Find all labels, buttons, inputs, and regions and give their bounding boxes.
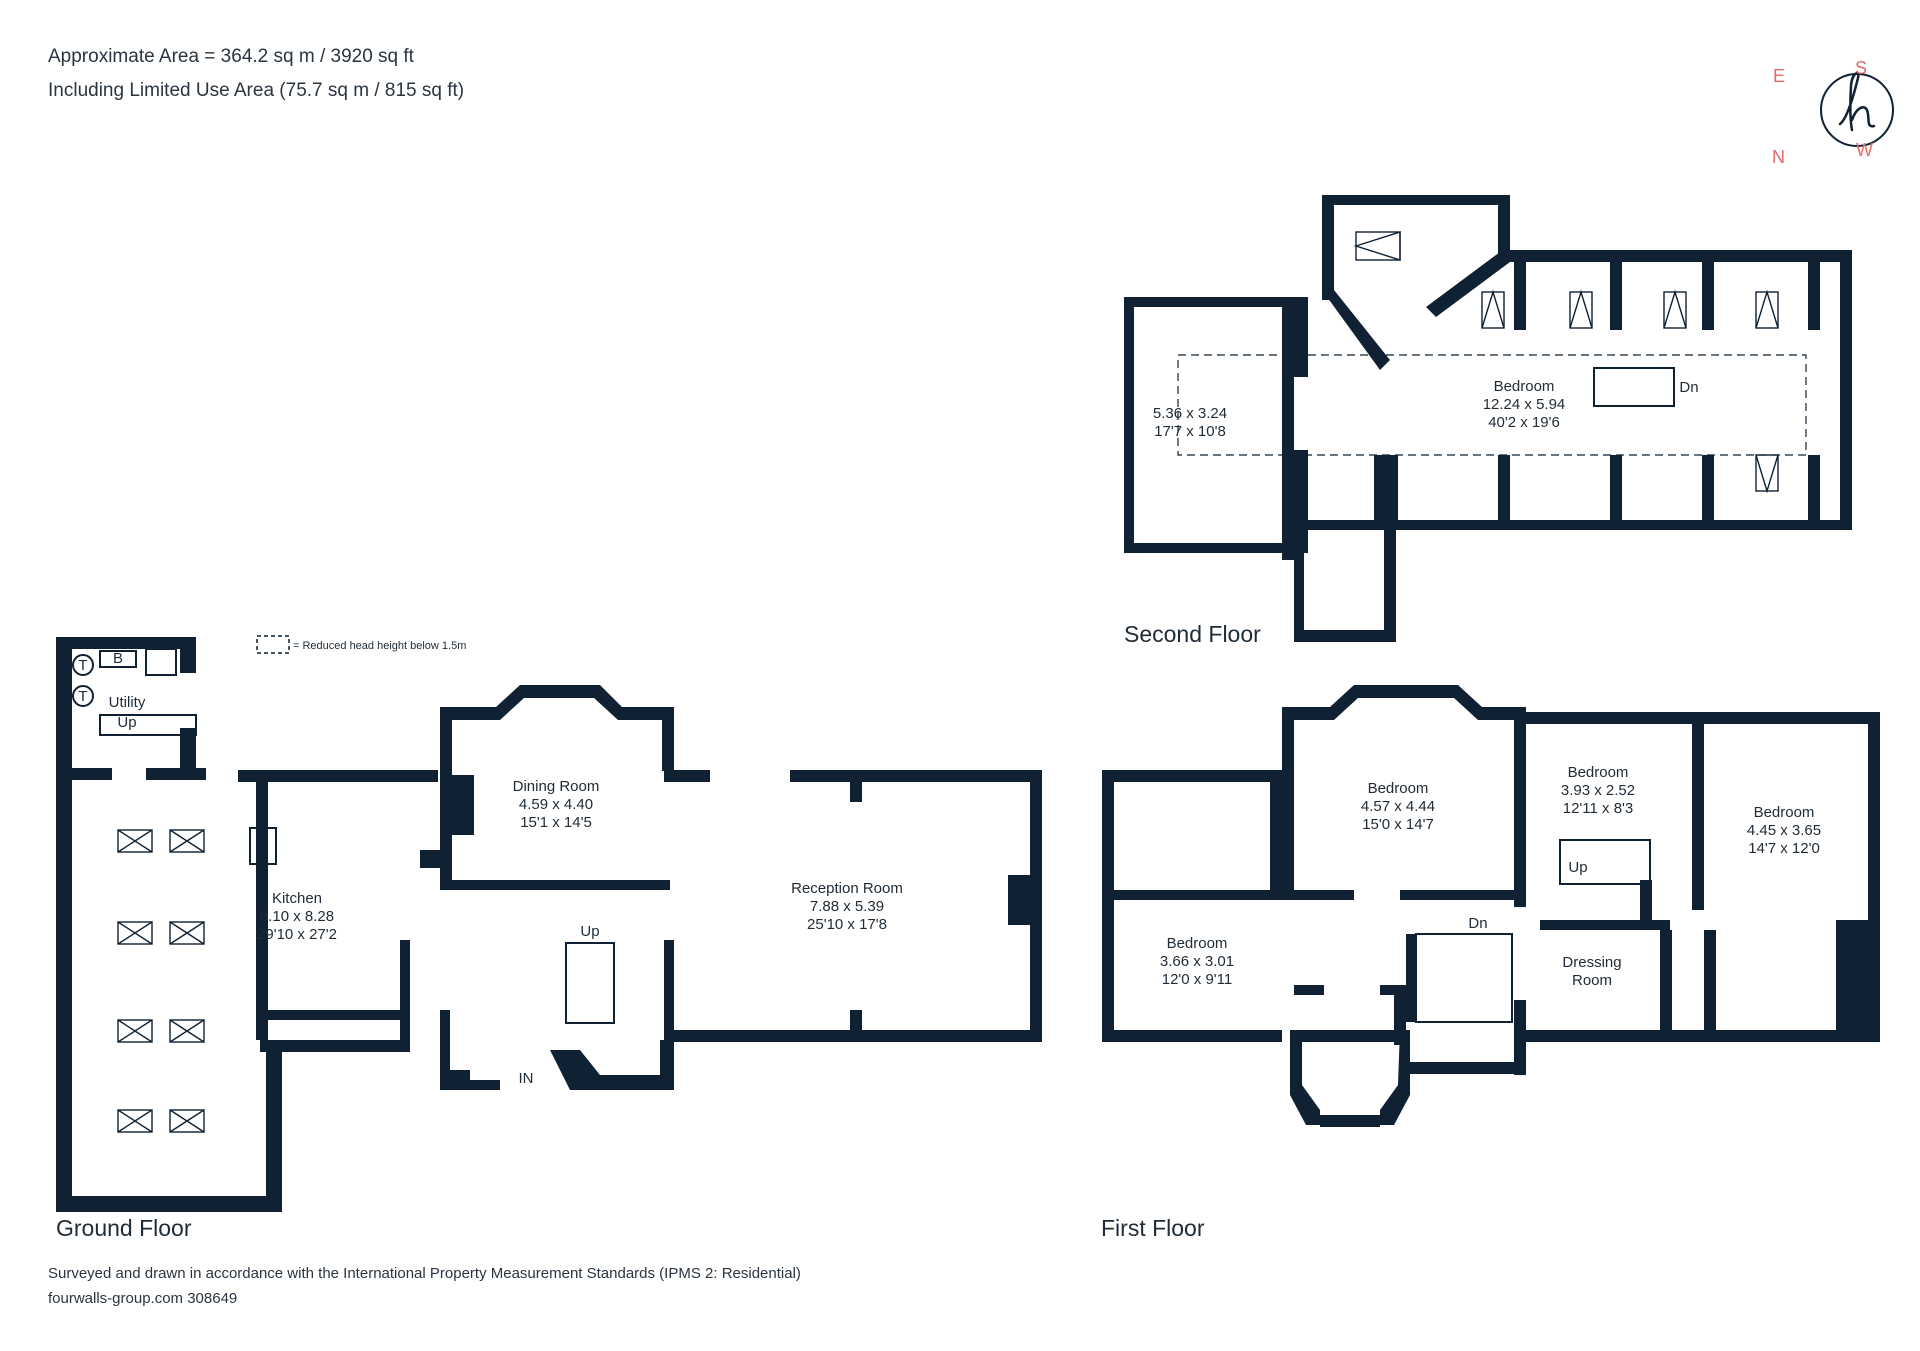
logo-mark-icon (1838, 72, 1876, 132)
legend-text: = Reduced head height below 1.5m (293, 640, 466, 652)
dining-imperial: 15'1 x 14'5 (520, 814, 592, 831)
first-floor-plan: Bedroom 4.57 x 4.44 15'0 x 14'7 Bedroom … (1101, 685, 1880, 1241)
f1-bed3-imperial: 14'7 x 12'0 (1748, 840, 1820, 857)
s2-room-imperial: 17'7 x 10'8 (1154, 423, 1226, 440)
reception-imperial: 25'10 x 17'8 (807, 916, 887, 933)
kitchen-imperial: 29'10 x 27'2 (257, 926, 337, 943)
f1-bed4-name: Bedroom (1167, 935, 1228, 952)
s2-room-metric: 5.36 x 3.24 (1153, 405, 1227, 422)
f1-bed2-imperial: 12'11 x 8'3 (1563, 800, 1634, 817)
limited-use-area: Including Limited Use Area (75.7 sq m / … (48, 80, 465, 101)
f1-stairs-dn: Dn (1468, 915, 1487, 932)
compass-s: S (1855, 58, 1867, 78)
boiler: B (113, 650, 123, 667)
first-floor-label: First Floor (1101, 1215, 1205, 1241)
f1-bed3-metric: 4.45 x 3.65 (1747, 822, 1821, 839)
s2-bed-imperial: 40'2 x 19'6 (1488, 414, 1560, 431)
second-floor-plan: Bedroom 12.24 x 5.94 40'2 x 19'6 Dn 5.36… (1124, 195, 1852, 647)
compass-w: W (1856, 140, 1873, 160)
legend: = Reduced head height below 1.5m (256, 635, 466, 654)
reception-metric: 7.88 x 5.39 (810, 898, 884, 915)
tank-2: T (78, 688, 87, 705)
f1-bed2-metric: 3.93 x 2.52 (1561, 782, 1635, 799)
s2-stairs-dn: Dn (1679, 379, 1698, 396)
utility-name: Utility (109, 694, 146, 711)
standards-note: Surveyed and drawn in accordance with th… (48, 1265, 801, 1282)
ground-stairs-up: Up (580, 923, 599, 940)
ground-floor-plan: T T B Utility Up Kitchen 9.10 x 8.28 29'… (56, 637, 1042, 1241)
dining-name: Dining Room (513, 778, 600, 795)
compass-logo: E S N W (1772, 58, 1894, 167)
f1-bed4-metric: 3.66 x 3.01 (1160, 953, 1234, 970)
f1-bed2-name: Bedroom (1568, 764, 1629, 781)
dressing-name2: Room (1572, 972, 1612, 989)
entrance: IN (519, 1070, 534, 1087)
s2-bed-metric: 12.24 x 5.94 (1483, 396, 1566, 413)
f1-bed4-imperial: 12'0 x 9'11 (1162, 971, 1233, 988)
kitchen-name: Kitchen (272, 890, 322, 907)
ground-floor-label: Ground Floor (56, 1215, 192, 1241)
utility-up: Up (117, 714, 136, 731)
s2-bed-name: Bedroom (1494, 378, 1555, 395)
compass-n: N (1772, 147, 1785, 167)
f1-bed1-imperial: 15'0 x 14'7 (1362, 816, 1434, 833)
f1-bed1-name: Bedroom (1368, 780, 1429, 797)
f1-stairs-up: Up (1568, 859, 1587, 876)
reception-name: Reception Room (791, 880, 903, 897)
dining-metric: 4.59 x 4.40 (519, 796, 593, 813)
f1-bed1-metric: 4.57 x 4.44 (1361, 798, 1435, 815)
legend-swatch (256, 635, 290, 654)
f1-bed3-name: Bedroom (1754, 804, 1815, 821)
dressing-name: Dressing (1562, 954, 1621, 971)
compass-e: E (1773, 66, 1785, 86)
rooflights (117, 829, 205, 1133)
kitchen-metric: 9.10 x 8.28 (260, 908, 334, 925)
reference-line: fourwalls-group.com 308649 (48, 1290, 238, 1307)
area-summary: Approximate Area = 364.2 sq m / 3920 sq … (48, 46, 414, 67)
second-floor-rooflights (1353, 231, 1779, 494)
reduced-head-height-zone (1177, 354, 1807, 456)
second-floor-label: Second Floor (1124, 621, 1261, 647)
tank-1: T (78, 657, 87, 674)
